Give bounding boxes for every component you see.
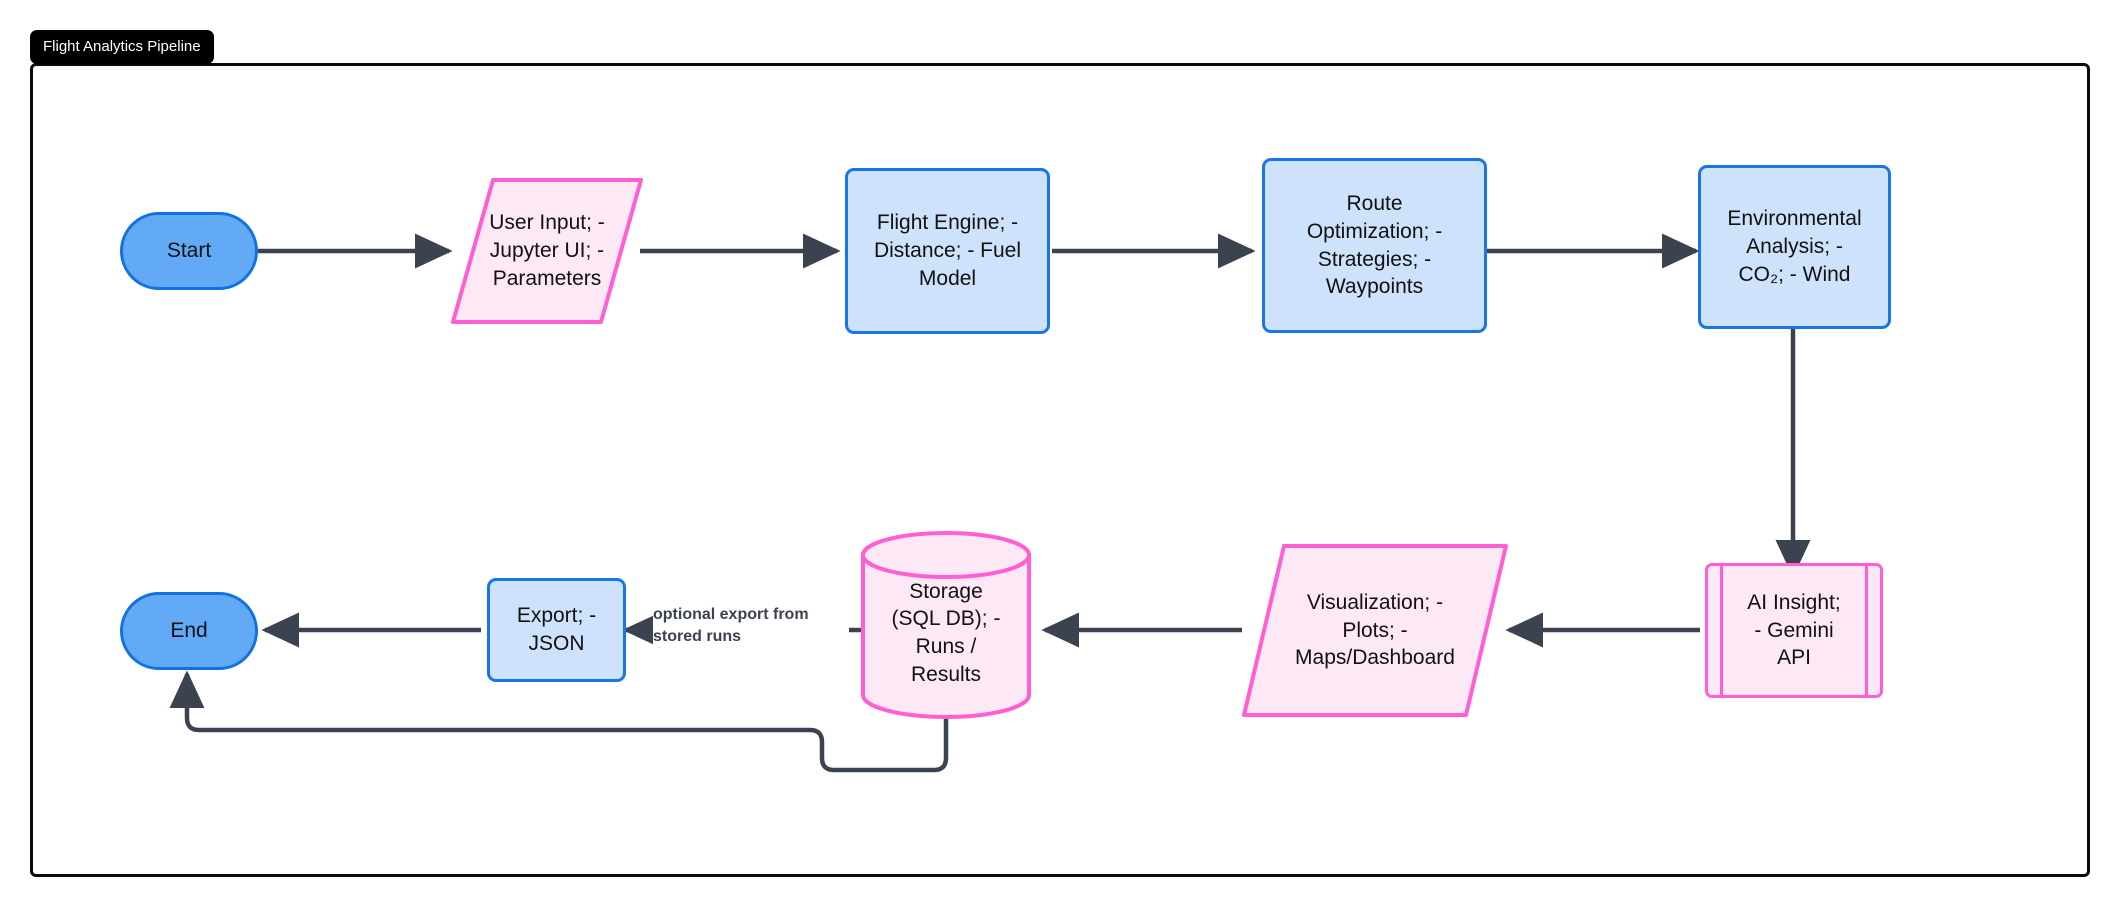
node-visualization[interactable]: Visualization; - Plots; - Maps/Dashboard bbox=[1240, 542, 1510, 719]
node-end-label: End bbox=[170, 619, 208, 643]
node-route-optimization[interactable]: Route Optimization; - Strategies; - Wayp… bbox=[1262, 158, 1487, 333]
node-user-input-label: User Input; - Jupyter UI; - Parameters bbox=[489, 211, 605, 290]
edge-label-optional-export: optional export from stored runs bbox=[653, 604, 849, 648]
diagram-title-chip: Flight Analytics Pipeline bbox=[30, 30, 214, 64]
node-ai-insight[interactable]: AI Insight; - Gemini API bbox=[1705, 563, 1883, 698]
parallelogram-shape bbox=[451, 178, 643, 324]
node-environmental-analysis-label: Environmental Analysis; - CO₂; - Wind bbox=[1727, 207, 1862, 286]
node-start[interactable]: Start bbox=[120, 212, 258, 290]
node-end[interactable]: End bbox=[120, 592, 258, 670]
node-export[interactable]: Export; - JSON bbox=[487, 578, 626, 682]
node-storage[interactable]: Storage (SQL DB); - Runs / Results bbox=[860, 530, 1032, 720]
node-route-optimization-label: Route Optimization; - Strategies; - Wayp… bbox=[1306, 192, 1443, 299]
node-visualization-label: Visualization; - Plots; - Maps/Dashboard bbox=[1295, 590, 1455, 670]
node-user-input[interactable]: User Input; - Jupyter UI; - Parameters bbox=[449, 176, 645, 326]
node-environmental-analysis[interactable]: Environmental Analysis; - CO₂; - Wind bbox=[1698, 165, 1891, 329]
node-flight-engine-label: Flight Engine; - Distance; - Fuel Model bbox=[873, 211, 1022, 290]
node-export-label: Export; - JSON bbox=[516, 604, 597, 655]
subroutine-left-bar bbox=[1720, 566, 1723, 695]
node-flight-engine[interactable]: Flight Engine; - Distance; - Fuel Model bbox=[845, 168, 1050, 334]
node-storage-label: Storage (SQL DB); - Runs / Results bbox=[891, 579, 1001, 686]
parallelogram-reverse-shape bbox=[1242, 544, 1508, 717]
node-start-label: Start bbox=[166, 239, 212, 263]
subroutine-right-bar bbox=[1865, 566, 1868, 695]
node-ai-insight-label: AI Insight; - Gemini API bbox=[1747, 590, 1841, 670]
